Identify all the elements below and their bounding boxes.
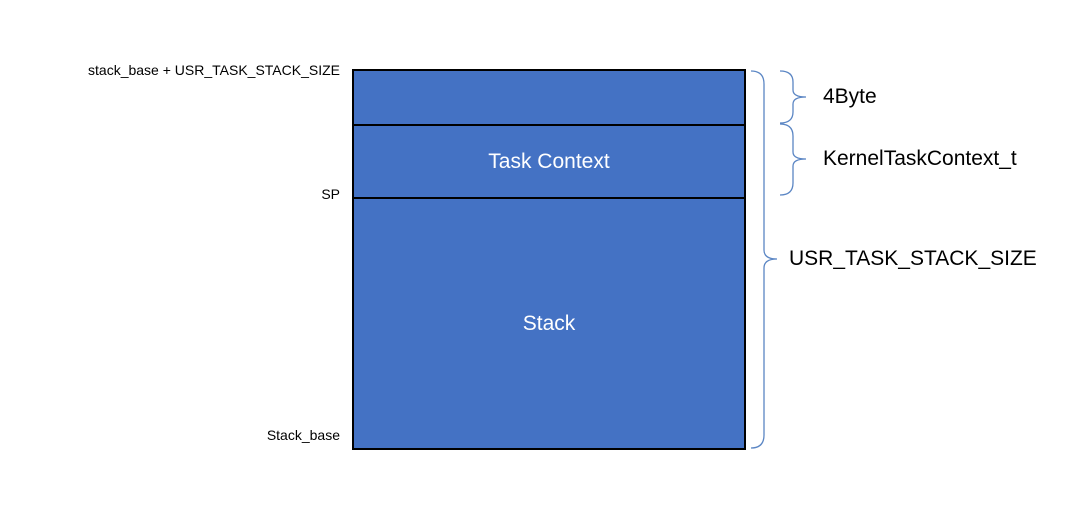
sp-label: SP [321,186,340,202]
segment-divider [354,124,744,126]
stack-base-label: Stack_base [266,427,340,443]
stack-memory-block: Task Context Stack [352,69,746,450]
top-address-label: stack_base + USR_TASK_STACK_SIZE [88,62,340,78]
kernel-task-context-label: KernelTaskContext_t [823,147,1017,170]
brace-usr-task-stack-size [750,70,778,449]
brace-4byte [779,70,807,124]
4byte-label: 4Byte [823,85,877,108]
task-context-segment: Task Context [488,149,610,173]
usr-task-stack-size-label: USR_TASK_STACK_SIZE [789,247,1037,270]
stack-segment: Stack [522,311,576,335]
brace-kernel-task-context [779,123,807,196]
segment-divider [354,197,744,199]
